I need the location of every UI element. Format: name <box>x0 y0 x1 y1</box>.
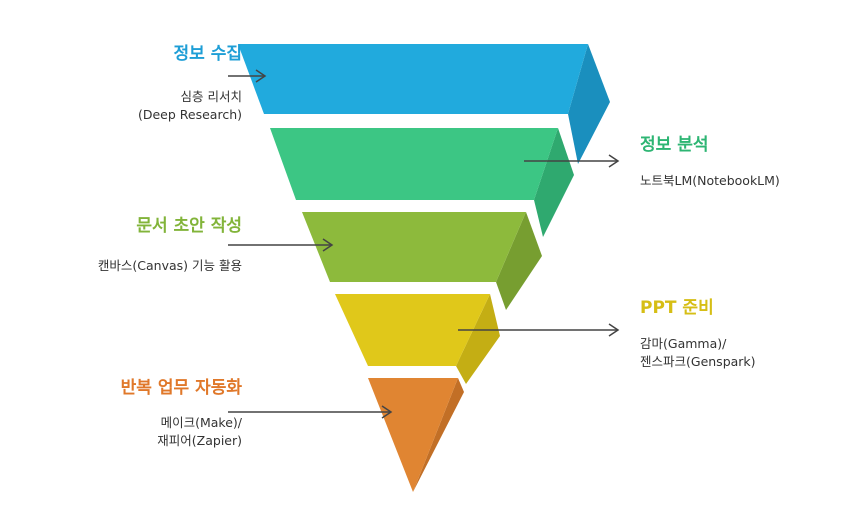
stage-2-description: 노트북LM(NotebookLM) <box>640 172 780 190</box>
stage-1-desc-line-2: (Deep Research) <box>137 107 242 122</box>
stage-2-title: 정보 분석 <box>640 135 709 155</box>
connector-1 <box>228 69 267 83</box>
funnel-layer-3-front <box>302 212 526 282</box>
stage-5-desc-line-2: 재피어(Zapier) <box>157 433 242 448</box>
stage-4-desc-line-2: 젠스파크(Genspark) <box>640 354 756 369</box>
stage-3-desc-line-1: 캔바스(Canvas) 기능 활용 <box>97 258 242 273</box>
stage-1-title: 정보 수집 <box>173 44 242 64</box>
funnel-layer-4-front <box>335 294 490 366</box>
funnel-layer-3-side <box>496 212 542 310</box>
stage-5-description: 메이크(Make)/ 재피어(Zapier) <box>157 414 242 450</box>
stage-3-description: 캔바스(Canvas) 기능 활용 <box>98 257 242 275</box>
funnel-layer-2 <box>270 128 574 237</box>
connector-2 <box>524 154 620 168</box>
funnel-layer-1-side <box>568 44 610 164</box>
stage-5-title: 반복 업무 자동화 <box>120 378 242 398</box>
stage-4-title: PPT 준비 <box>640 298 714 318</box>
stage-2-desc-line-1: 노트북LM(NotebookLM) <box>640 173 780 188</box>
funnel-layer-5-front <box>368 378 458 492</box>
stage-4-desc-line-1: 감마(Gamma)/ <box>640 336 727 351</box>
stage-5-desc-line-1: 메이크(Make)/ <box>160 415 242 430</box>
stage-3-title: 문서 초안 작성 <box>136 216 242 236</box>
funnel-layer-5-side <box>413 378 464 492</box>
connector-4 <box>458 323 620 337</box>
stage-4-description: 감마(Gamma)/ 젠스파크(Genspark) <box>640 335 756 371</box>
funnel-layer-1 <box>238 44 610 164</box>
funnel-layer-5 <box>368 378 464 492</box>
funnel-layer-3 <box>302 212 542 310</box>
connector-5 <box>228 405 393 419</box>
funnel-layer-4-side <box>456 294 500 384</box>
stage-1-description: 심층 리서치 (Deep Research) <box>138 88 242 124</box>
connector-3 <box>228 238 334 252</box>
funnel-layer-2-front <box>270 128 558 200</box>
funnel-layer-1-front <box>238 44 588 114</box>
stage-1-desc-line-1: 심층 리서치 <box>180 89 242 104</box>
funnel-layer-2-side <box>534 128 574 237</box>
funnel-layer-4 <box>335 294 500 384</box>
